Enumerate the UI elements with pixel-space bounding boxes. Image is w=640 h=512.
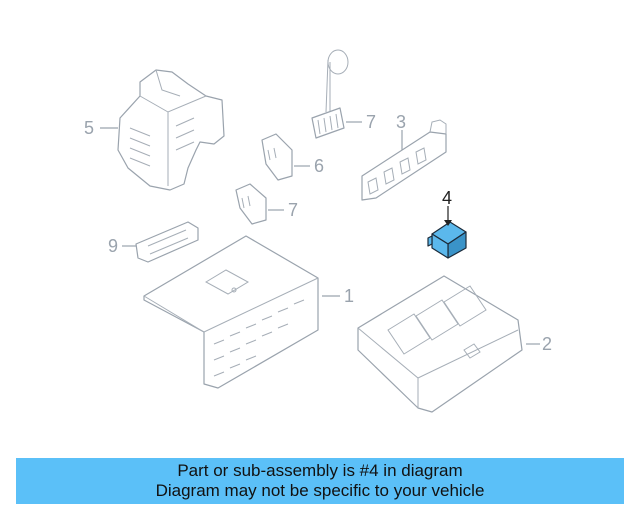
callout-8[interactable]: 7 [366,112,376,132]
part-4-relay[interactable] [427,221,467,259]
banner-line-2: Diagram may not be specific to your vehi… [155,481,485,500]
part-9-connector[interactable] [135,221,199,263]
part-8-connector[interactable] [311,49,349,139]
part-6-fuse[interactable] [261,133,293,181]
callout-1[interactable]: 1 [344,286,354,306]
part-2-relay-holder[interactable] [357,275,523,413]
info-banner: Part or sub-assembly is #4 in diagram Di… [16,458,624,504]
callout-6[interactable]: 6 [314,156,324,176]
part-5-relay-box[interactable] [117,69,225,191]
leader-4-arrowhead [444,220,452,226]
callout-9[interactable]: 9 [108,236,118,256]
part-7-fuse[interactable] [235,183,267,225]
part-3-relay-strip[interactable] [361,119,447,201]
parts-diagram: 5 7 3 6 7 9 [84,49,552,413]
callout-4[interactable]: 4 [442,188,452,208]
part-1-fuse-box[interactable] [143,235,319,389]
callout-7[interactable]: 7 [288,200,298,220]
banner-line-1: Part or sub-assembly is #4 in diagram [177,461,463,480]
callout-2[interactable]: 2 [542,334,552,354]
callout-3[interactable]: 3 [396,112,406,132]
callout-5[interactable]: 5 [84,118,94,138]
